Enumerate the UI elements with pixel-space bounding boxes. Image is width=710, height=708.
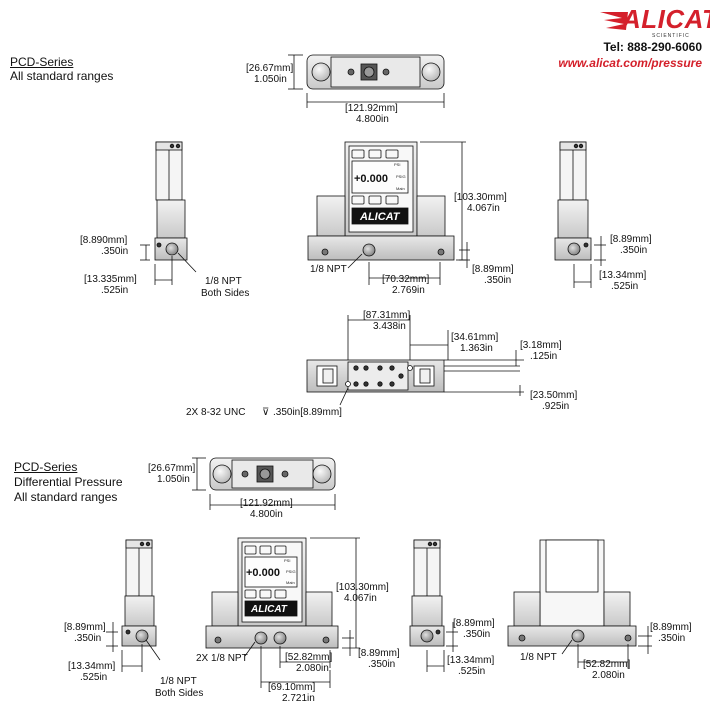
dim-label: .525in [458, 666, 485, 677]
both-sides-label: Both Sides [201, 288, 249, 299]
dim-label: .350in [463, 629, 490, 640]
dim-label: [103.30mm] [454, 192, 507, 203]
dim-label: [13.34mm] [68, 661, 115, 672]
dim-label: [87.31mm] [363, 310, 410, 321]
dim-label: 1.050in [254, 74, 287, 85]
npt-label: 1/8 NPT [160, 676, 197, 687]
dim-label: [8.89mm] [650, 622, 692, 633]
dim-label: [34.61mm] [451, 332, 498, 343]
left-side-view-2 [106, 539, 161, 672]
right-side-view-2 [409, 539, 458, 672]
dim-label: 2.080in [296, 663, 329, 674]
front-npt-label: 2X 1/8 NPT [196, 653, 248, 664]
front-view-1 [307, 141, 470, 285]
dim-label: [52.82mm] [285, 652, 332, 663]
device-display-2: +0.000 PSI PSIG Main ALICAT [246, 558, 296, 615]
dim-label: [8.89mm] [64, 622, 106, 633]
dim-label: .350in [658, 633, 685, 644]
dim-label: [13.335mm] [84, 274, 137, 285]
dim-label: [26.67mm] [148, 463, 195, 474]
thread-note: 2X 8-32 UNC [186, 407, 245, 418]
dim-label: .525in [80, 672, 107, 683]
dim-label: 2.769in [392, 285, 425, 296]
display-unit-label: PSIG [396, 174, 406, 179]
dim-label: 2.721in [282, 693, 315, 704]
dim-label: .350in [101, 246, 128, 257]
depth-symbol-icon: ⊽ [262, 407, 269, 418]
dim-label: 1.050in [157, 474, 190, 485]
display-unit-top: PSI [394, 162, 400, 167]
display-reading: +0.000 [354, 173, 388, 185]
back-npt-label: 1/8 NPT [520, 652, 557, 663]
dim-label: [8.89mm] [472, 264, 514, 275]
dim-label: [103.30mm] [336, 582, 389, 593]
section1-subtitle: All standard ranges [10, 69, 114, 83]
dim-label: [8.89mm] [453, 618, 495, 629]
dim-label: .525in [611, 281, 638, 292]
dimension-labels-2: [26.67mm] 1.050in [121.92mm] 4.800in [8.… [64, 463, 692, 704]
alicat-logo: ALICAT SCIENTIFIC [600, 4, 710, 39]
section2-subtitle-2: All standard ranges [14, 490, 118, 504]
dim-label: [121.92mm] [240, 498, 293, 509]
device-logo: ALICAT [359, 211, 401, 223]
dim-label: [70.32mm] [382, 274, 429, 285]
bottom-view-1 [306, 315, 524, 406]
both-sides-label: Both Sides [155, 688, 203, 699]
dim-label: [26.67mm] [246, 63, 293, 74]
dim-label: .125in [530, 351, 557, 362]
dim-label: 3.438in [373, 321, 406, 332]
dim-label: .350in [74, 633, 101, 644]
display-unit-label: PSIG [286, 569, 296, 574]
device-logo: ALICAT [250, 604, 288, 615]
dim-label: [8.89mm] [610, 234, 652, 245]
npt-label: 1/8 NPT [205, 276, 242, 287]
brand-subtitle: SCIENTIFIC [652, 33, 690, 39]
logo-burst-icon [600, 12, 628, 30]
top-view-1 [288, 54, 445, 108]
top-view-2 [192, 457, 336, 510]
dim-label: [3.18mm] [520, 340, 562, 351]
dim-label: [121.92mm] [345, 103, 398, 114]
dim-label: 2.080in [592, 670, 625, 681]
dimension-labels-1: [26.67mm] 1.050in [121.92mm] 4.800in [8.… [80, 63, 652, 418]
section2-subtitle-1: Differential Pressure [14, 475, 123, 489]
section2-title: PCD-Series [14, 460, 78, 474]
dim-label: [13.34mm] [599, 270, 646, 281]
dim-label: .525in [101, 285, 128, 296]
dim-label: 4.067in [467, 203, 500, 214]
dim-label: .350in [620, 245, 647, 256]
dim-label: 1.363in [460, 343, 493, 354]
dim-label: [52.82mm] [583, 659, 630, 670]
dim-label: [8.89mm] [358, 648, 400, 659]
front-npt-label: 1/8 NPT [310, 264, 347, 275]
display-mode: Main [286, 580, 295, 585]
device-display-1: +0.000 PSI PSIG Main ALICAT [354, 162, 406, 223]
dim-label: .350in [484, 275, 511, 286]
section1-title: PCD-Series [10, 55, 74, 69]
thread-depth: .350in[8.89mm] [273, 407, 342, 418]
back-view-2 [507, 539, 652, 668]
dim-label: .925in [542, 401, 569, 412]
dim-label: [69.10mm] [268, 682, 315, 693]
telephone: Tel: 888-290-6060 [603, 40, 702, 54]
dim-label: .350in [368, 659, 395, 670]
right-side-view-1 [554, 141, 606, 288]
left-side-view-1 [140, 141, 197, 285]
dim-label: 4.067in [344, 593, 377, 604]
front-view-2 [205, 537, 360, 688]
dim-label: 4.800in [250, 509, 283, 520]
display-unit-top: PSI [284, 558, 290, 563]
display-reading: +0.000 [246, 567, 280, 579]
brand-name: ALICAT [622, 4, 710, 34]
display-mode: Main [396, 186, 405, 191]
dim-label: [13.34mm] [447, 655, 494, 666]
website-link[interactable]: www.alicat.com/pressure [558, 56, 702, 70]
dim-label: [8.890mm] [80, 235, 127, 246]
dim-label: 4.800in [356, 114, 389, 125]
dim-label: [23.50mm] [530, 390, 577, 401]
